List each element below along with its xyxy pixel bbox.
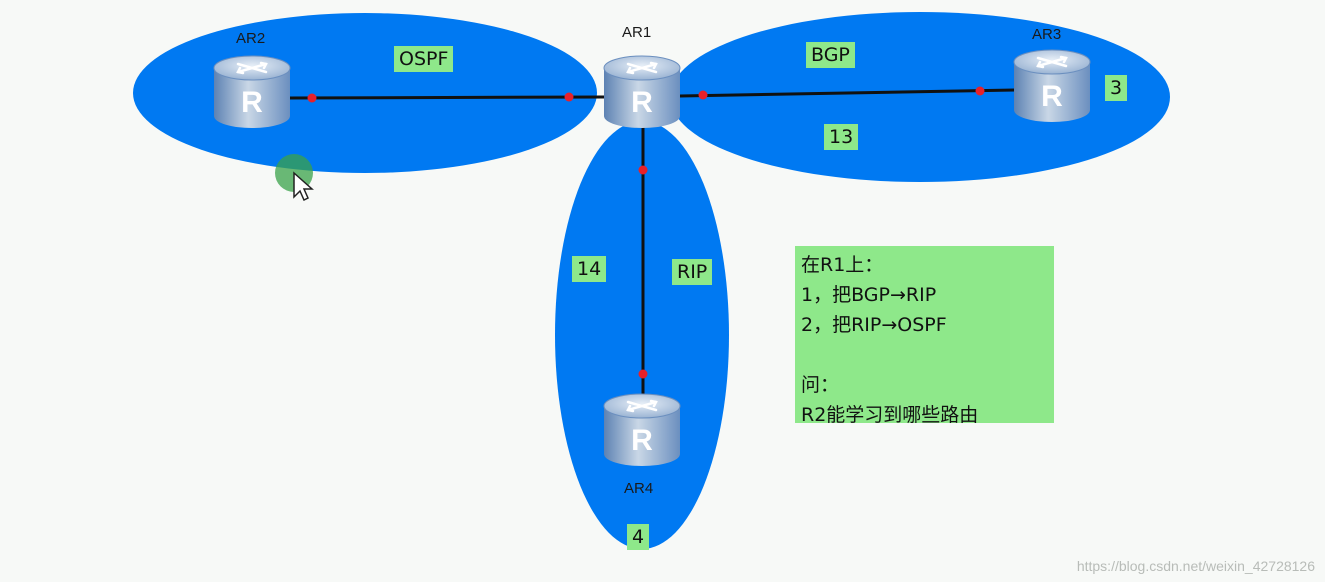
router-label-ar4: AR4 <box>624 480 654 497</box>
bgp-value-label: 13 <box>824 124 859 150</box>
port-dot <box>638 165 648 175</box>
port-dot <box>638 369 648 379</box>
link-ar1-ar3 <box>679 88 1016 98</box>
router-label-ar3: AR3 <box>1032 26 1062 43</box>
cursor-icon <box>274 153 318 207</box>
link-ar2-ar1 <box>287 95 606 100</box>
note-line: 1，把BGP→RIP <box>801 284 937 306</box>
port-dot <box>698 90 708 100</box>
question-note: 在R1上： 1，把BGP→RIP 2，把RIP→OSPF 问： R2能学习到哪些… <box>795 246 1054 426</box>
port-dot <box>975 86 985 96</box>
ospf-area <box>133 13 597 173</box>
router-icon-ar3[interactable] <box>1012 48 1092 124</box>
port-dot <box>564 92 574 102</box>
router-icon-ar1[interactable] <box>602 54 682 130</box>
ar3-value-label: 3 <box>1105 75 1128 101</box>
router-label-ar1: AR1 <box>622 24 652 41</box>
router-icon-ar2[interactable] <box>212 54 292 130</box>
port-dot <box>307 93 317 103</box>
note-line: R2能学习到哪些路由 <box>801 404 979 426</box>
ar4-value-label: 4 <box>627 524 650 550</box>
note-line: 在R1上： <box>801 254 884 276</box>
watermark: https://blog.csdn.net/weixin_42728126 <box>1076 558 1315 574</box>
note-line: 2，把RIP→OSPF <box>801 314 947 336</box>
bgp-area <box>670 12 1170 182</box>
router-icon-ar4[interactable] <box>602 392 682 468</box>
ospf-label: OSPF <box>394 46 454 72</box>
note-line: 问： <box>801 374 840 396</box>
rip-value-label: 14 <box>572 256 607 282</box>
router-label-ar2: AR2 <box>236 30 266 47</box>
note-line <box>801 340 1048 370</box>
rip-label: RIP <box>672 259 713 285</box>
bgp-label: BGP <box>806 42 855 68</box>
